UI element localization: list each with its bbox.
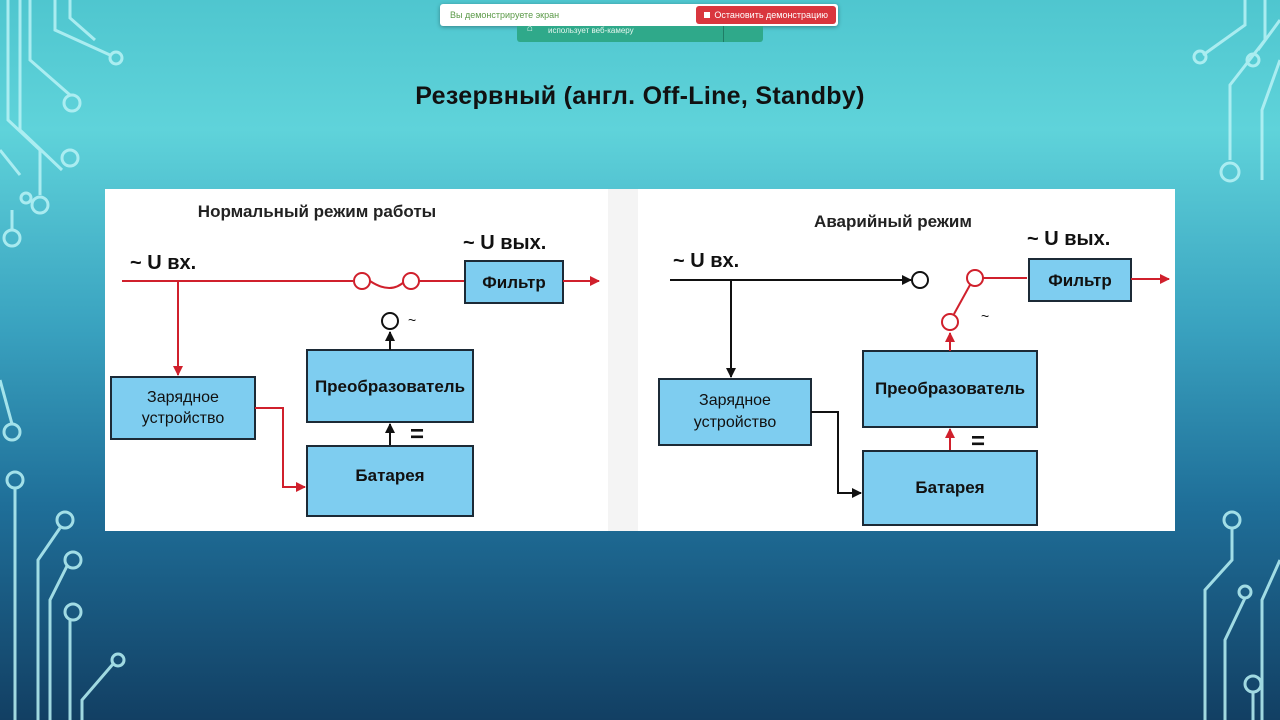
normal-filter-label: Фильтр xyxy=(482,273,545,292)
stop-sharing-button[interactable]: Остановить демонстрацию xyxy=(696,6,836,24)
emergency-input-label: ~ U вх. xyxy=(673,250,739,272)
webcam-bar-divider xyxy=(723,26,724,42)
normal-switch-arm xyxy=(369,280,406,289)
normal-charger-to-battery xyxy=(255,407,306,492)
normal-switch-contact-right xyxy=(402,272,420,290)
normal-mode-diagram: Нормальный режим работы ~ U вх. ~ U вых.… xyxy=(110,202,600,517)
normal-battery-label: Батарея xyxy=(355,466,424,485)
emergency-filter-label: Фильтр xyxy=(1048,271,1111,290)
normal-battery-box xyxy=(306,445,474,517)
stop-icon xyxy=(704,12,711,18)
normal-charger-box xyxy=(110,376,256,440)
emergency-charger-label-1: Зарядное xyxy=(699,392,771,409)
screen-share-bar: Вы демонстрируете экран Остановить демон… xyxy=(440,4,838,26)
screen-share-status: Вы демонстрируете экран xyxy=(450,10,560,20)
emergency-inverter-label: Преобразователь xyxy=(875,379,1025,398)
normal-dc-symbol: = xyxy=(410,421,424,448)
camera-icon: ⌂ xyxy=(527,23,534,34)
emergency-charger-label-2: устройство xyxy=(694,414,777,431)
emergency-filter-box xyxy=(1028,258,1132,302)
emergency-mode-diagram: Аварийный режим ~ U вх. ~ U вых. ~ Фильт… xyxy=(658,212,1170,526)
slide-title: Резервный (англ. Off-Line, Standby) xyxy=(415,82,865,110)
normal-charger-label-2: устройство xyxy=(142,410,225,427)
normal-output-label: ~ U вых. xyxy=(463,232,546,254)
normal-inverter-label: Преобразователь xyxy=(315,377,465,396)
normal-charger-label-1: Зарядное xyxy=(147,389,219,406)
emergency-battery-label: Батарея xyxy=(915,478,984,497)
emergency-switch-contact-bottom xyxy=(941,313,959,331)
emergency-switch-arm xyxy=(953,284,971,315)
normal-input-label: ~ U вх. xyxy=(130,252,196,274)
panel-separator xyxy=(608,189,638,531)
normal-inverter-contact xyxy=(381,312,399,330)
emergency-dc-symbol: = xyxy=(971,428,985,455)
webcam-bar: ⌂ использует веб-камеру xyxy=(517,23,763,42)
normal-switch-contact-left xyxy=(353,272,371,290)
emergency-battery-box xyxy=(862,450,1038,526)
emergency-switch-contact-top xyxy=(966,269,984,287)
emergency-charger-box xyxy=(658,378,812,446)
emergency-charger-to-battery xyxy=(811,411,862,498)
normal-mode-heading: Нормальный режим работы xyxy=(198,202,436,221)
ups-diagram-panel: Нормальный режим работы ~ U вх. ~ U вых.… xyxy=(105,189,1175,531)
emergency-ac-symbol: ~ xyxy=(981,308,989,324)
webcam-status: использует веб-камеру xyxy=(548,26,634,35)
emergency-open-contact xyxy=(911,271,929,289)
normal-inverter-box xyxy=(306,349,474,423)
ups-diagram: Нормальный режим работы ~ U вх. ~ U вых.… xyxy=(110,189,1170,531)
emergency-inverter-box xyxy=(862,350,1038,428)
emergency-mode-heading: Аварийный режим xyxy=(814,212,972,231)
stop-sharing-label: Остановить демонстрацию xyxy=(714,10,828,20)
emergency-output-label: ~ U вых. xyxy=(1027,228,1110,250)
normal-ac-symbol: ~ xyxy=(408,312,416,328)
